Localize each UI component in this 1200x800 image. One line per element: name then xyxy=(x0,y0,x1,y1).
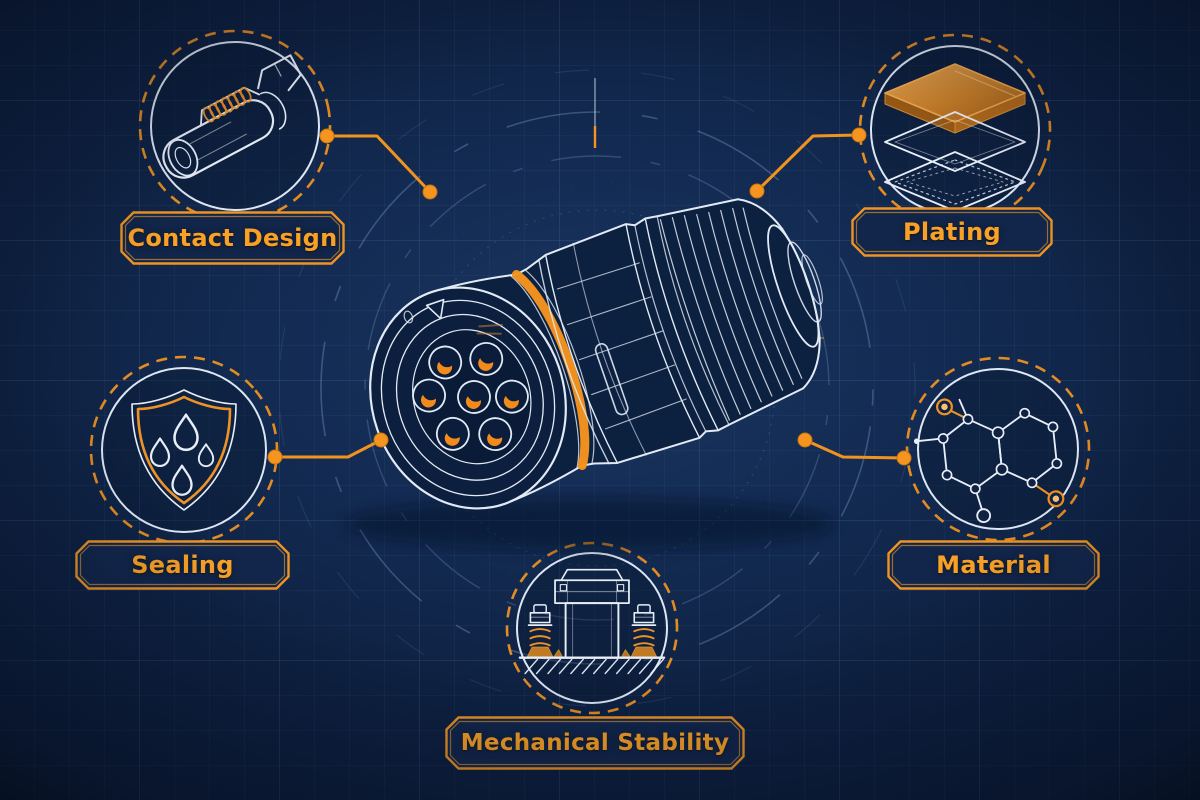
leader-dot xyxy=(797,432,813,448)
leader-dot xyxy=(749,183,765,199)
leader-dot xyxy=(896,450,912,466)
leader-contact-design xyxy=(325,134,432,194)
leader-dot xyxy=(267,449,283,465)
leader-dot xyxy=(319,128,335,144)
leader-dot xyxy=(422,184,438,200)
leader-dot xyxy=(851,127,867,143)
leader-plating xyxy=(755,133,861,193)
leader-dot xyxy=(373,432,389,448)
leader-sealing xyxy=(273,438,383,459)
leader-material xyxy=(803,438,906,460)
